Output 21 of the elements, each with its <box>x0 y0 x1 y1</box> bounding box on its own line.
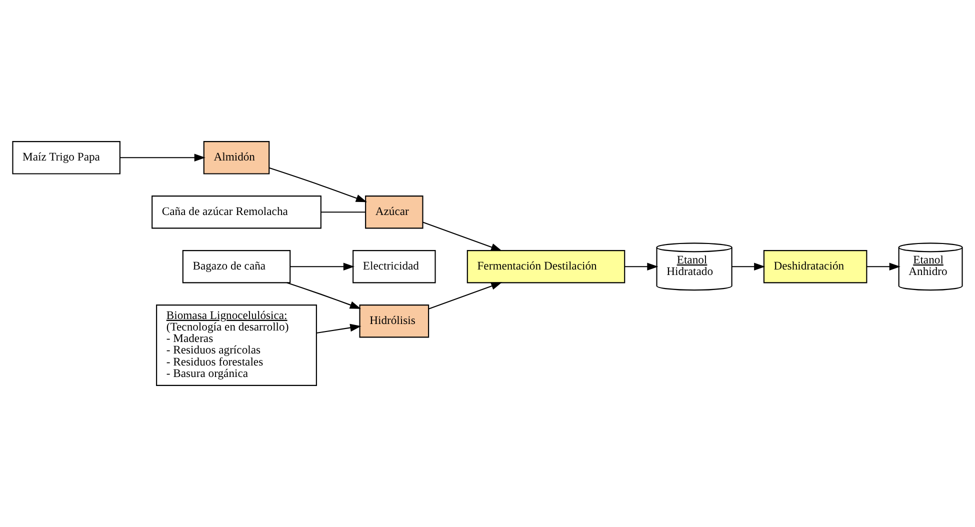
arrow <box>624 262 658 270</box>
arrow <box>290 262 354 270</box>
arrow <box>422 222 502 252</box>
arrow <box>316 324 362 334</box>
node-box: Biomasa Lignocelulósica: (Tecnología en desarrollo) - Maderas - Residuos agrícolas - Residuos forestales - Basura orgánica <box>156 304 317 386</box>
arrow <box>428 282 502 310</box>
arrow <box>286 282 361 309</box>
node-box: Maíz Trigo Papa <box>12 141 120 174</box>
node-box: Electricidad <box>352 250 436 284</box>
arrow <box>120 154 206 162</box>
node-box: Deshidratación <box>763 250 868 284</box>
arrow <box>269 167 368 202</box>
arrow <box>866 262 900 270</box>
node-box: Bagazo de caña <box>182 250 291 284</box>
connector <box>321 212 366 213</box>
node-box: Azúcar <box>365 196 424 229</box>
node-box: Hidrólisis <box>359 304 430 338</box>
node-box: Fermentación Destilación <box>466 250 626 284</box>
arrow <box>732 262 766 270</box>
node-box: Almidón <box>203 141 270 174</box>
node-box: Caña de azúcar Remolacha <box>152 196 322 229</box>
